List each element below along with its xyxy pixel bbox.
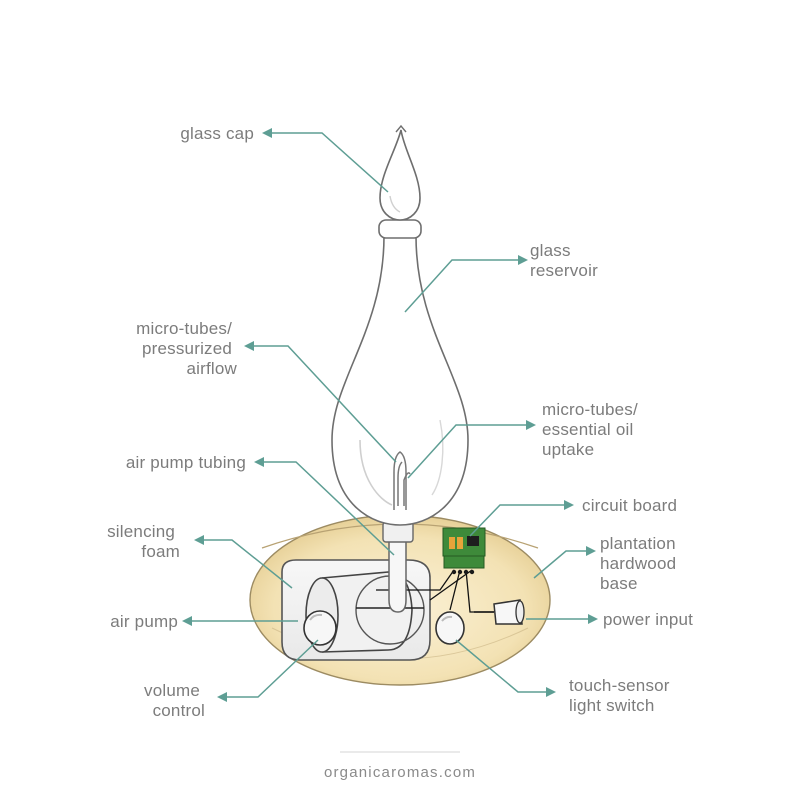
touch-sensor-button	[435, 611, 465, 645]
air-pump-tubing-shape	[382, 521, 414, 613]
label-touch-sensor: touch-sensor light switch	[569, 676, 675, 715]
label-air-pump: air pump	[110, 612, 178, 631]
volume-knob	[303, 610, 337, 646]
footer: organicaromas.com	[324, 751, 476, 781]
glass-cap-shape	[379, 124, 421, 221]
label-glass-reservoir: glass reservoir	[530, 241, 598, 280]
micro-tubes-shape	[393, 451, 411, 510]
footer-website: organicaromas.com	[324, 764, 476, 781]
labels: glass cap glass reservoir micro-tubes/ p…	[107, 124, 693, 720]
label-circuit-board: circuit board	[582, 496, 677, 515]
pump-cavity	[281, 559, 431, 661]
power-jack	[474, 599, 525, 625]
label-air-pump-tubing: air pump tubing	[126, 453, 246, 472]
label-power-input: power input	[603, 610, 693, 629]
label-glass-cap: glass cap	[180, 124, 254, 143]
label-silencing-foam: silencing foam	[107, 522, 180, 561]
label-micro-tubes-pressurized: micro-tubes/ pressurized airflow	[136, 319, 237, 378]
glass-reservoir-shape	[331, 219, 469, 526]
label-micro-tubes-oil-uptake: micro-tubes/ essential oil uptake	[542, 400, 643, 459]
circuit-board	[442, 527, 486, 575]
diffuser-illustration	[249, 124, 551, 686]
leader-lines	[182, 128, 598, 702]
label-volume-control: volume control	[144, 681, 205, 720]
label-plantation-base: plantation hardwood base	[600, 534, 681, 593]
